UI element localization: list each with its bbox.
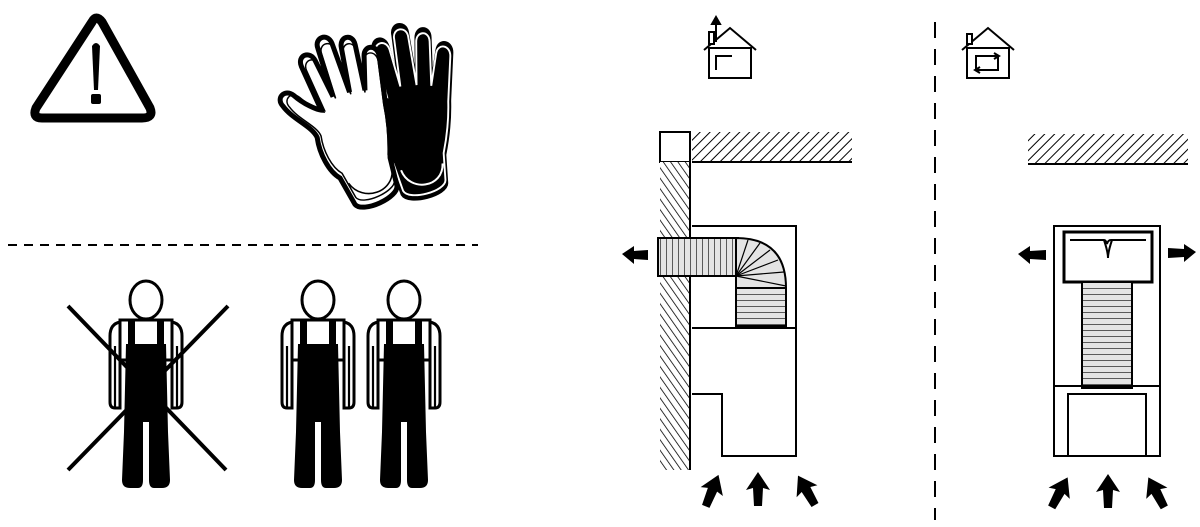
- protective-gloves-icon: [264, 13, 483, 223]
- intake-arrow: [694, 470, 730, 511]
- single-installer-not-allowed: [66, 279, 230, 490]
- house-recirculation-icon: [961, 26, 1015, 79]
- recirculation-hood-installation: [1018, 134, 1196, 514]
- exhaust-arrow: [1018, 246, 1046, 264]
- intake-arrow: [746, 472, 770, 506]
- ducted-hood-installation: [622, 131, 852, 512]
- warning-triangle-icon: [30, 13, 156, 123]
- intake-arrow: [787, 469, 826, 512]
- worker-figure: [366, 279, 442, 490]
- intake-arrow: [1096, 474, 1120, 508]
- worker-figure: [280, 279, 356, 490]
- house-ducted-exhaust-icon: [703, 14, 757, 79]
- intake-arrow: [1041, 471, 1079, 514]
- exhaust-arrow: [622, 246, 648, 264]
- intake-arrow: [1137, 471, 1175, 514]
- exhaust-arrow: [1168, 244, 1196, 262]
- two-installers-required: [280, 279, 442, 490]
